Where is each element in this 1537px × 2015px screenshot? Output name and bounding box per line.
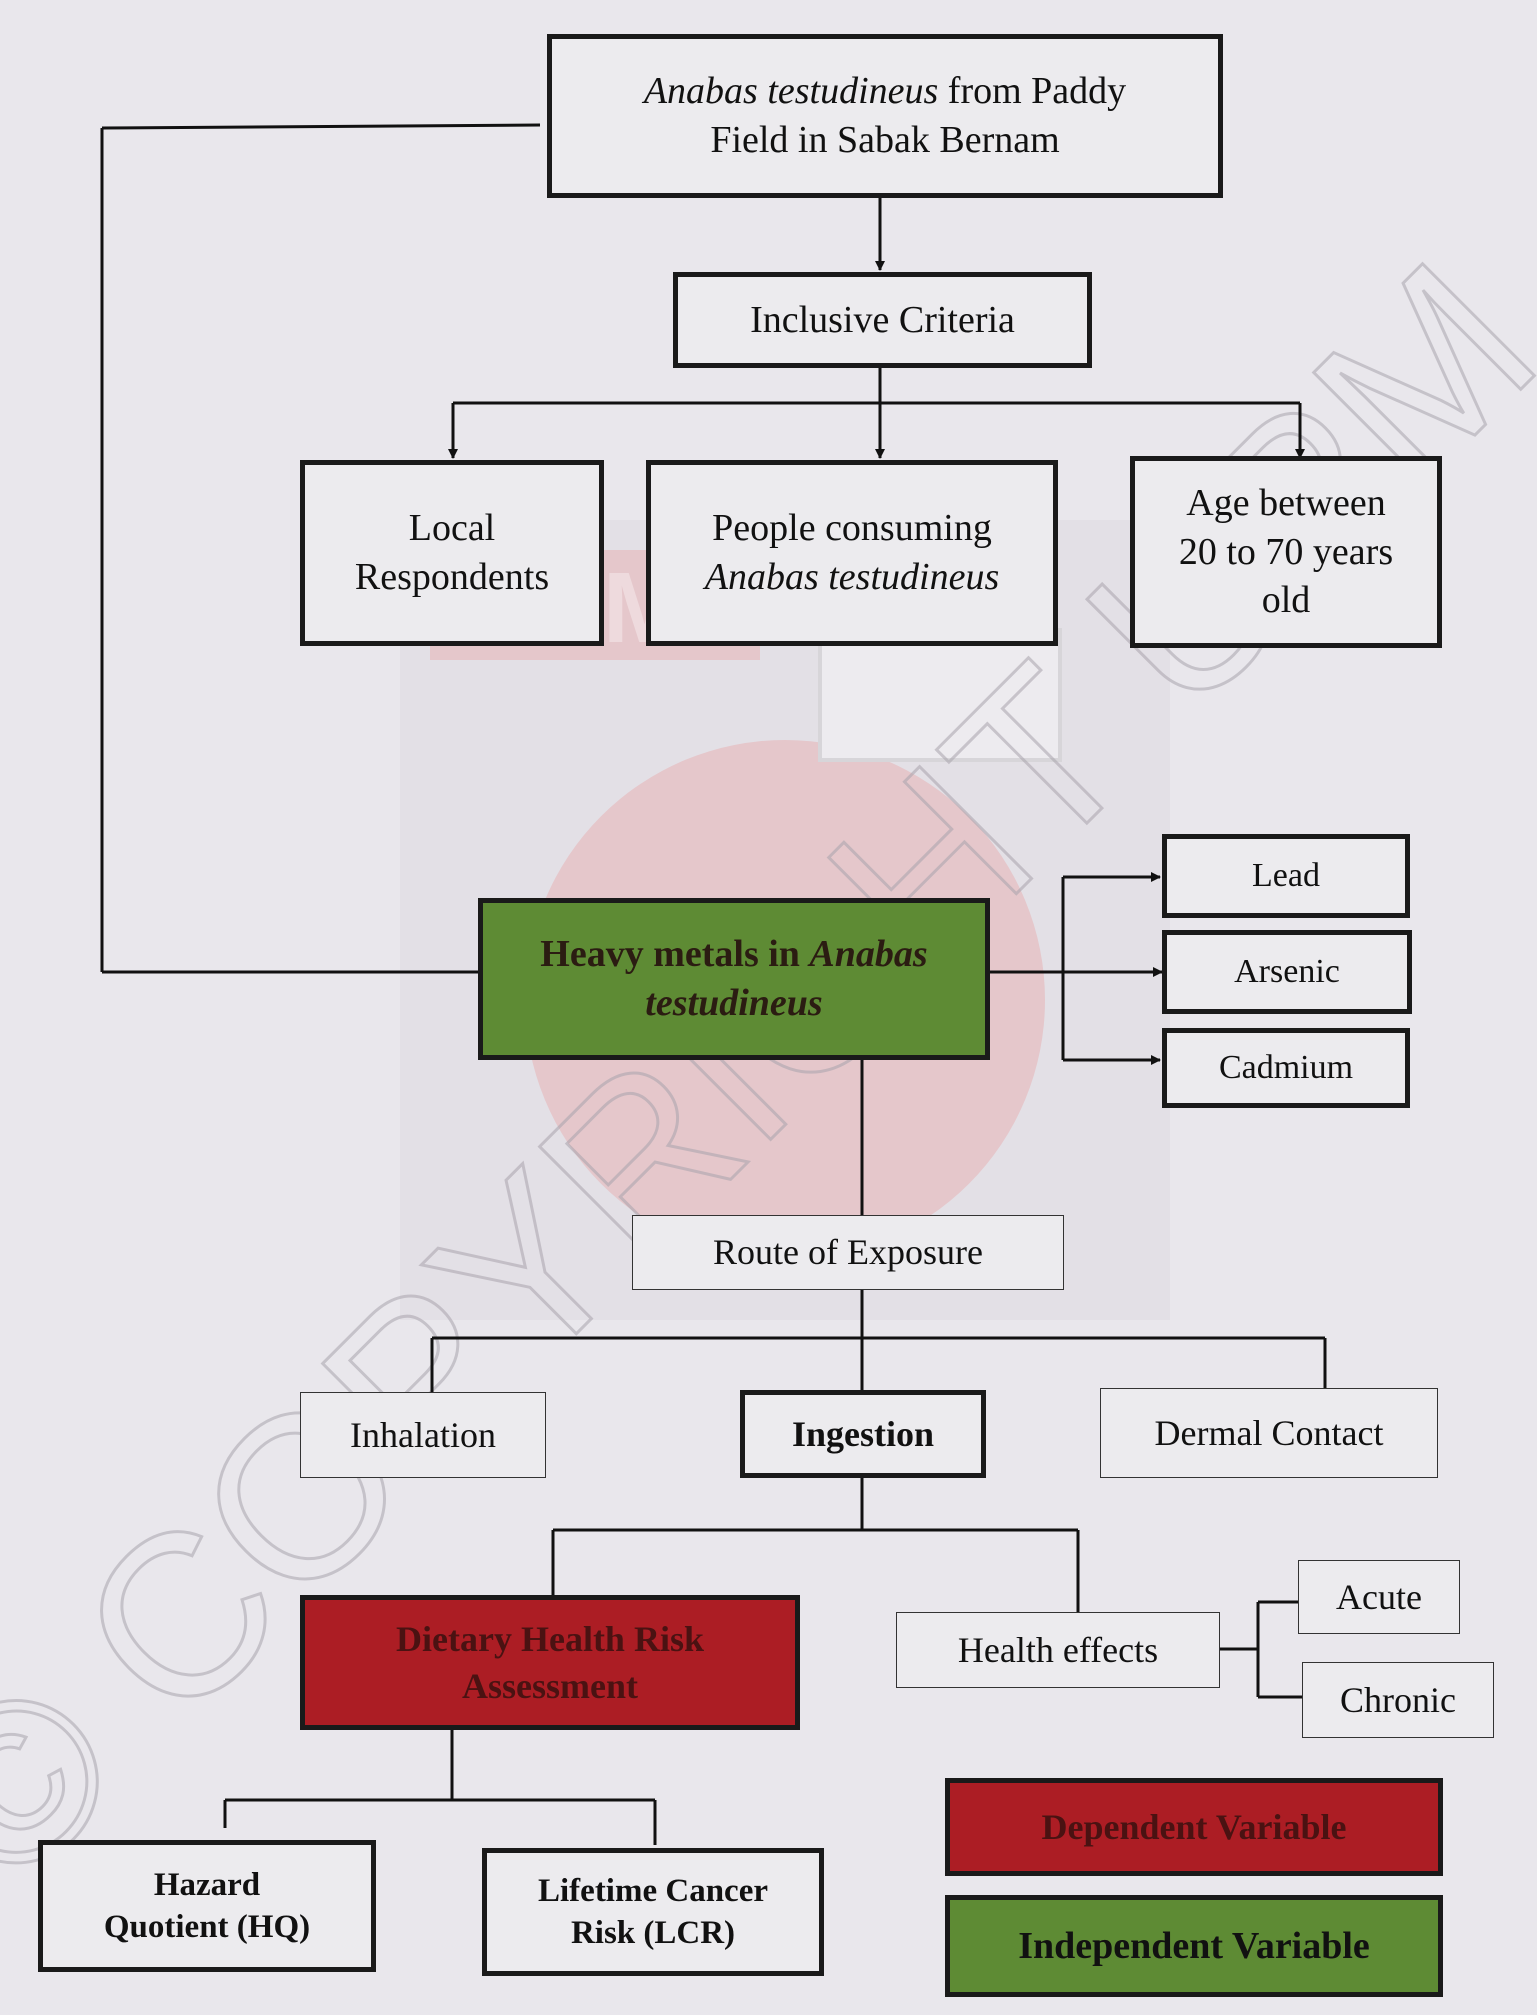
health-effects-box: Health effects (896, 1612, 1220, 1688)
inhalation-box: Inhalation (300, 1392, 546, 1478)
hazard-quotient-box: Hazard Quotient (HQ) (38, 1840, 376, 1972)
heavy-metals-box: Heavy metals in Anabas testudineus (478, 898, 990, 1060)
people-consuming-box: People consuming Anabas testudineus (646, 460, 1058, 646)
route-of-exposure-box: Route of Exposure (632, 1215, 1064, 1290)
dietary-health-risk-box: Dietary Health Risk Assessment (300, 1595, 800, 1730)
inclusive-criteria-box: Inclusive Criteria (673, 272, 1092, 368)
chronic-box: Chronic (1302, 1662, 1494, 1738)
legend-independent-variable: Independent Variable (945, 1895, 1443, 1997)
ingestion-box: Ingestion (740, 1390, 986, 1478)
legend-dependent-variable: Dependent Variable (945, 1778, 1443, 1876)
lifetime-cancer-risk-box: Lifetime Cancer Risk (LCR) (482, 1848, 824, 1976)
metal-arsenic-box: Arsenic (1162, 930, 1412, 1014)
metal-lead-box: Lead (1162, 834, 1410, 918)
acute-box: Acute (1298, 1560, 1460, 1634)
study-subject-box: Anabas testudineus from Paddy Field in S… (547, 34, 1223, 198)
metal-cadmium-box: Cadmium (1162, 1028, 1410, 1108)
age-range-box: Age between 20 to 70 years old (1130, 456, 1442, 648)
species-name: Anabas testudineus (643, 70, 939, 113)
local-respondents-box: Local Respondents (300, 460, 604, 646)
dermal-contact-box: Dermal Contact (1100, 1388, 1438, 1478)
